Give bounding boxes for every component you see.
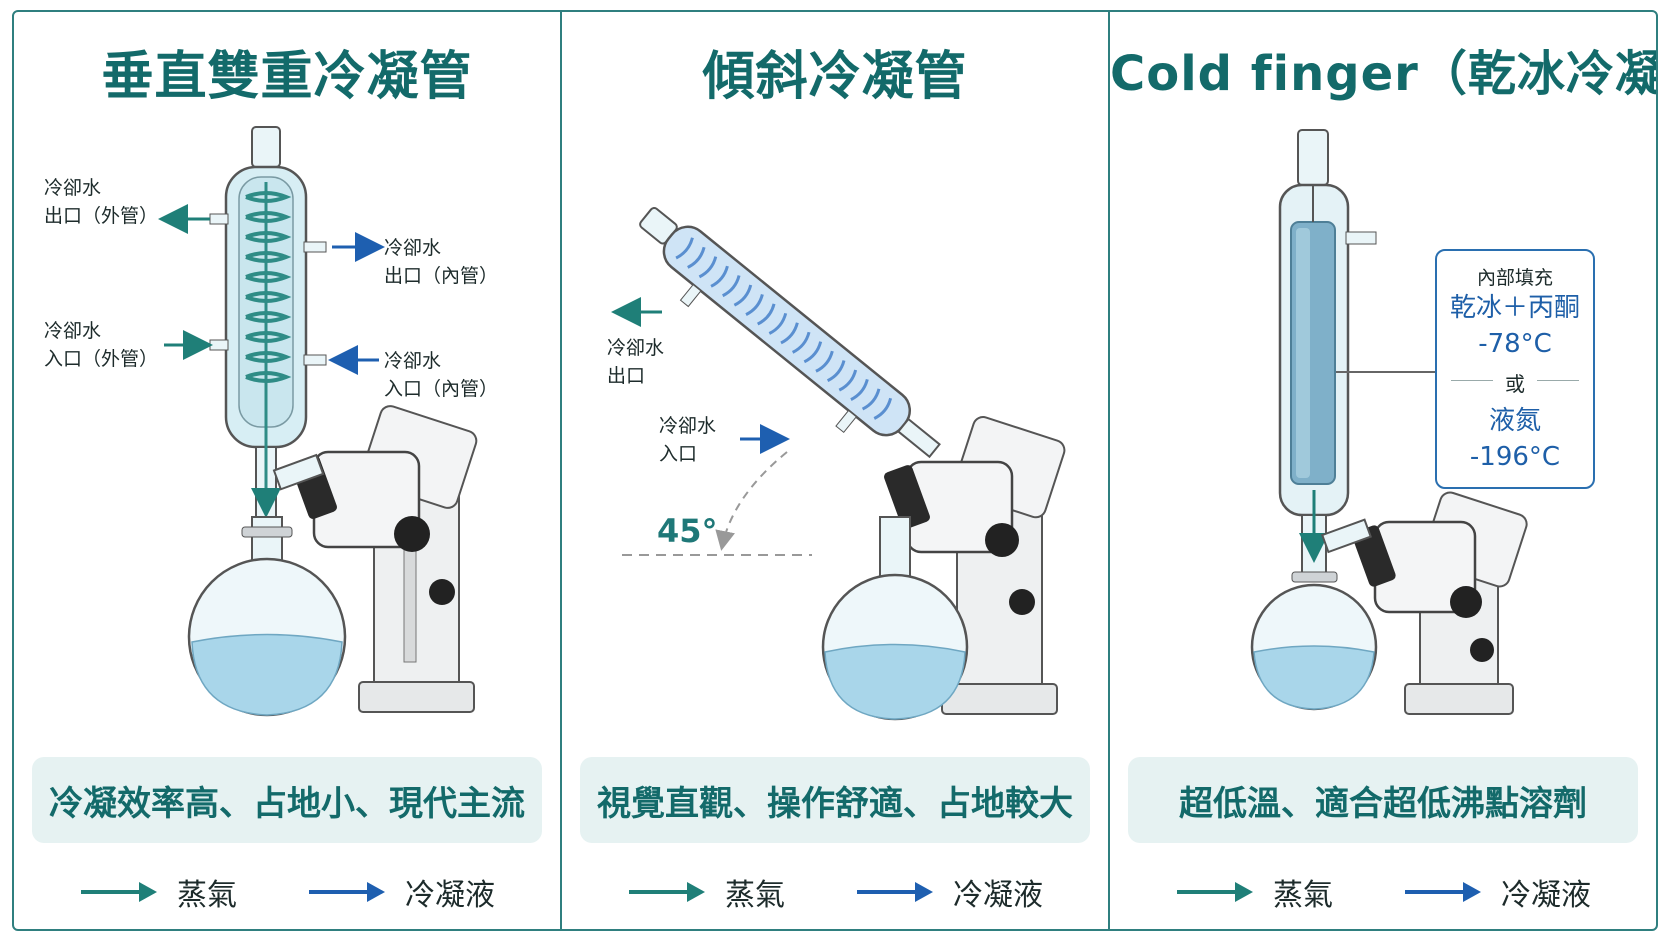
- legend-vapor-label: 蒸氣: [725, 878, 785, 913]
- condensate-arrow-icon: [1405, 882, 1481, 902]
- legend-condensate: 冷凝液: [855, 870, 1043, 914]
- legend-condensate-label: 冷凝液: [953, 878, 1043, 913]
- vapor-arrow-icon: [629, 882, 705, 902]
- label-outlet: 冷卻水出口: [607, 337, 665, 387]
- label-outlet-inner: 冷卻水出口（內管）: [384, 237, 499, 287]
- fill-info-box: 內部填充 乾冰＋丙酮 -78°C 或 液氮 -196°C: [1435, 249, 1595, 489]
- condensate-arrow-icon: [309, 882, 385, 902]
- summary-banner: 冷凝效率高、占地小、現代主流: [32, 757, 542, 843]
- round-bottom-flask: [1250, 571, 1378, 711]
- stand: [358, 405, 478, 713]
- legend-condensate: 冷凝液: [307, 870, 495, 914]
- legend: 蒸氣 冷凝液: [14, 867, 560, 917]
- info-fill-liquid-nitrogen: 液氮: [1488, 406, 1541, 436]
- round-bottom-flask: [821, 516, 969, 721]
- info-fill-dry-ice: 乾冰＋丙酮: [1449, 293, 1580, 323]
- angle-label: 45°: [657, 512, 718, 550]
- label-inlet: 冷卻水入口: [659, 415, 717, 465]
- legend-vapor: 蒸氣: [627, 870, 785, 914]
- legend-vapor-label: 蒸氣: [1273, 878, 1333, 913]
- label-inlet-inner: 冷卻水入口（內管）: [384, 350, 499, 400]
- label-outlet-outer: 冷卻水出口（外管）: [44, 177, 159, 227]
- info-temp-dry-ice: -78°C: [1478, 329, 1552, 359]
- legend: 蒸氣 冷凝液: [1110, 867, 1656, 917]
- info-header: 內部填充: [1476, 267, 1553, 289]
- motor-block: [1352, 520, 1482, 618]
- legend-condensate-label: 冷凝液: [405, 878, 495, 913]
- info-temp-liquid-nitrogen: -196°C: [1469, 442, 1561, 472]
- panel-title: Cold finger（乾冰冷凝）: [1110, 46, 1656, 102]
- condenser-jacket: [209, 126, 327, 528]
- panel-inclined-condenser: 傾斜冷凝管: [562, 12, 1110, 929]
- legend-condensate-label: 冷凝液: [1501, 878, 1591, 913]
- condenser-tube: [639, 206, 941, 459]
- legend-vapor-label: 蒸氣: [177, 878, 237, 913]
- summary-banner: 超低溫、適合超低沸點溶劑: [1128, 757, 1638, 843]
- vapor-arrow-icon: [1177, 882, 1253, 902]
- diagram-frame: 垂直雙重冷凝管: [12, 10, 1658, 931]
- panel-cold-finger: Cold finger（乾冰冷凝）: [1110, 12, 1656, 929]
- condensate-arrow-icon: [857, 882, 933, 902]
- vapor-arrow-icon: [81, 882, 157, 902]
- legend-vapor: 蒸氣: [79, 870, 237, 914]
- round-bottom-flask: [187, 516, 347, 717]
- legend: 蒸氣 冷凝液: [562, 867, 1108, 917]
- label-inlet-outer: 冷卻水入口（外管）: [44, 320, 159, 370]
- panel-title: 傾斜冷凝管: [702, 47, 968, 107]
- motor-block: [884, 460, 1019, 557]
- summary-banner: 視覺直觀、操作舒適、占地較大: [580, 757, 1090, 843]
- legend-vapor: 蒸氣: [1175, 870, 1333, 914]
- legend-condensate: 冷凝液: [1403, 870, 1591, 914]
- panel-title: 垂直雙重冷凝管: [101, 47, 473, 107]
- panel-vertical-condenser: 垂直雙重冷凝管: [14, 12, 562, 929]
- inclined-condenser-illustration: [611, 206, 1066, 721]
- cold-finger-illustration: [1250, 129, 1528, 715]
- cold-finger-vessel: [1278, 129, 1377, 576]
- info-or: 或: [1437, 368, 1593, 397]
- vertical-condenser-illustration: [158, 126, 478, 717]
